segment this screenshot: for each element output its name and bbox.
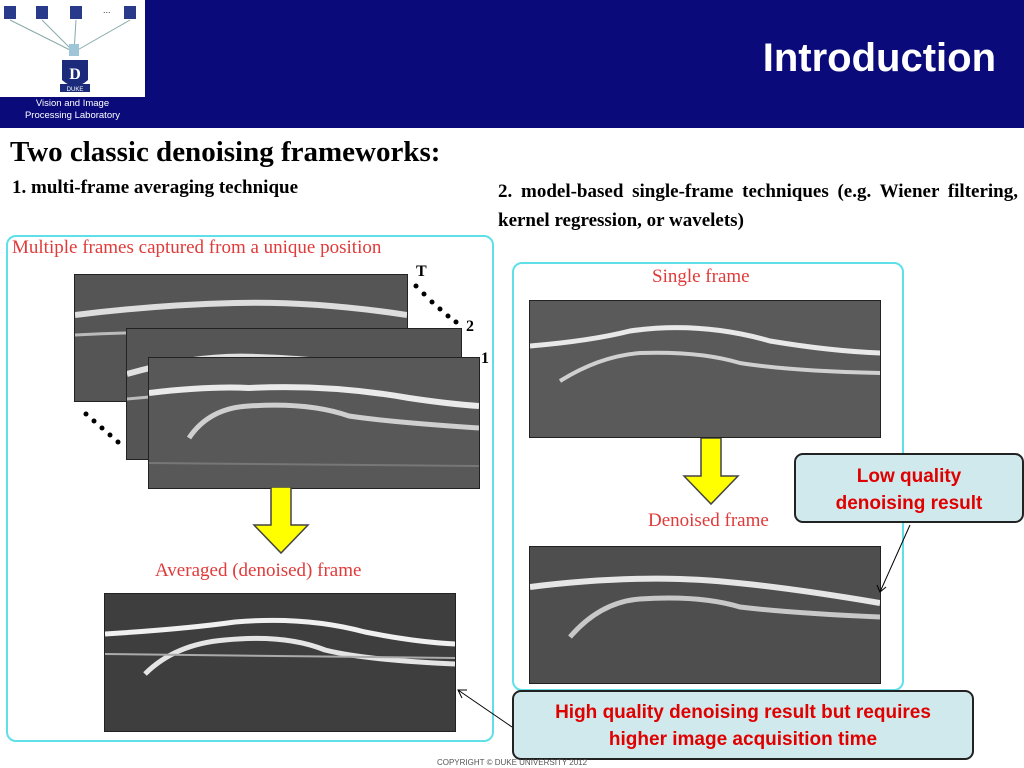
- copyright-notice: COPYRIGHT © DUKE UNIVERSITY 2012: [436, 758, 588, 767]
- svg-text:D: D: [69, 66, 81, 83]
- denoised-frame-caption: Denoised frame: [648, 510, 769, 531]
- frame-label-2: 2: [466, 318, 474, 335]
- svg-text:DUKE: DUKE: [67, 87, 84, 93]
- high-quality-callout: High quality denoising result but requir…: [512, 690, 974, 760]
- oct-scan-image: [105, 594, 455, 731]
- lab-name-line1: Vision and Image: [35, 98, 110, 109]
- down-arrow-icon: [252, 487, 310, 555]
- oct-scan-image: [530, 547, 880, 683]
- lab-name-line2: Processing Laboratory: [24, 110, 121, 121]
- oct-scan-image: [530, 301, 880, 437]
- framework-1-label: 1. multi-frame averaging technique: [12, 177, 299, 198]
- oct-frame-1: [148, 357, 480, 489]
- sequence-dots-icon: [83, 411, 121, 445]
- section-heading: Two classic denoising frameworks:: [10, 136, 441, 168]
- down-arrow-icon: [682, 438, 740, 506]
- header-band: D DUKE ... Vision and Image Processing L…: [0, 0, 1024, 128]
- network-logo-icon: D DUKE ...: [4, 5, 136, 93]
- multi-frame-caption: Multiple frames captured from a unique p…: [12, 237, 382, 258]
- lab-logo: D DUKE ...: [0, 0, 145, 97]
- lab-name: Vision and Image Processing Laboratory: [0, 98, 145, 122]
- oct-scan-image: [149, 358, 479, 488]
- svg-text:...: ...: [103, 5, 111, 15]
- slide-title: Introduction: [762, 36, 996, 80]
- single-frame-caption: Single frame: [652, 266, 750, 287]
- low-quality-callout: Low quality denoising result: [794, 453, 1024, 523]
- multi-frame-panel: [6, 235, 494, 742]
- framework-2-label: 2. model-based single-frame techniques (…: [498, 181, 1018, 231]
- frame-label-T: T: [416, 263, 427, 280]
- averaged-oct-frame: [104, 593, 456, 732]
- averaged-frame-caption: Averaged (denoised) frame: [155, 560, 362, 581]
- sequence-dots-icon: [413, 283, 459, 325]
- denoised-oct-frame: [529, 546, 881, 684]
- single-oct-frame: [529, 300, 881, 438]
- frame-label-1: 1: [481, 350, 489, 367]
